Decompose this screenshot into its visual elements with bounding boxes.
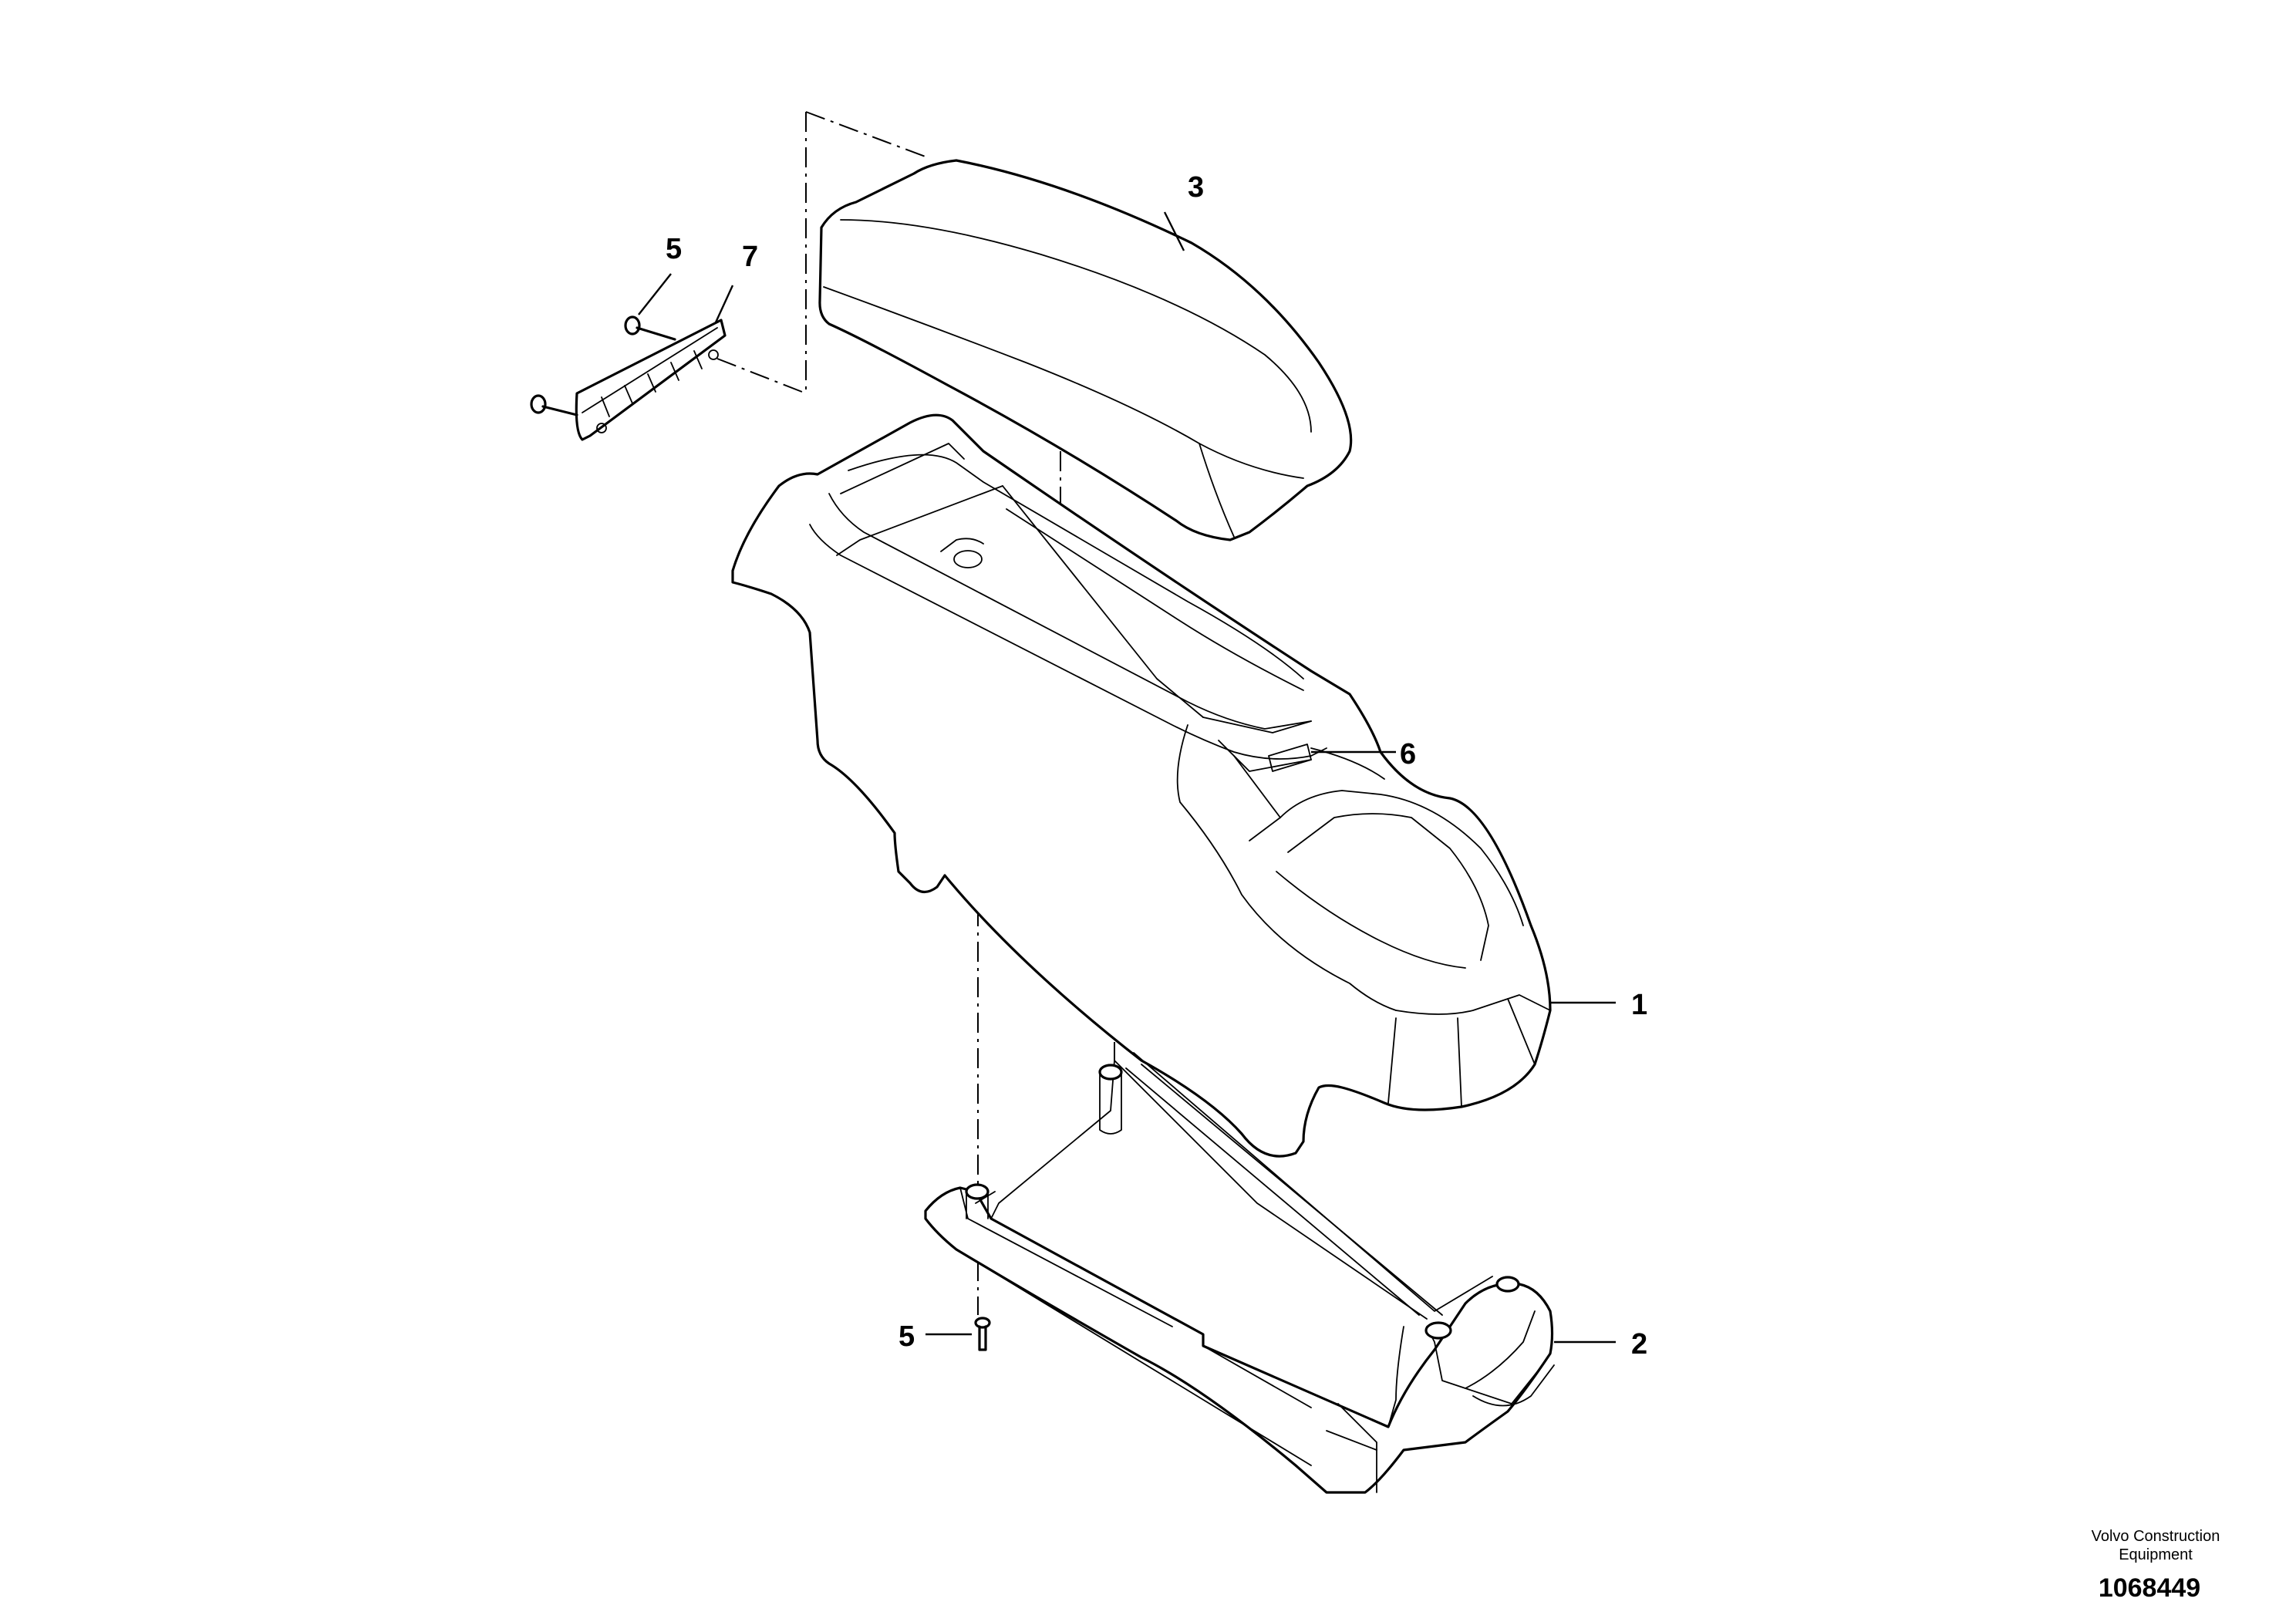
callout-5-top: 5 [666, 233, 682, 265]
hinge-part [575, 319, 727, 441]
callout-7: 7 [742, 241, 758, 273]
leader-lines [638, 211, 1616, 1344]
lower-tray-part [924, 1052, 1555, 1494]
screw-part-top-b [530, 394, 578, 416]
callout-5-bottom: 5 [899, 1320, 915, 1353]
company-line-1: Volvo Construction [2091, 1528, 2220, 1545]
armrest-cushion-part [818, 159, 1353, 541]
callout-2: 2 [1631, 1328, 1647, 1361]
drawing-number: 1068449 [2098, 1573, 2201, 1603]
callout-6: 6 [1400, 738, 1416, 771]
company-name: Volvo Construction Equipment [2071, 1527, 2240, 1564]
screw-part-top-a [624, 315, 676, 341]
callout-3: 3 [1188, 171, 1204, 204]
console-body-part [731, 413, 1552, 1158]
screw-part-bottom [974, 1317, 991, 1351]
company-line-2: Equipment [2119, 1546, 2193, 1563]
callout-1: 1 [1631, 989, 1647, 1021]
